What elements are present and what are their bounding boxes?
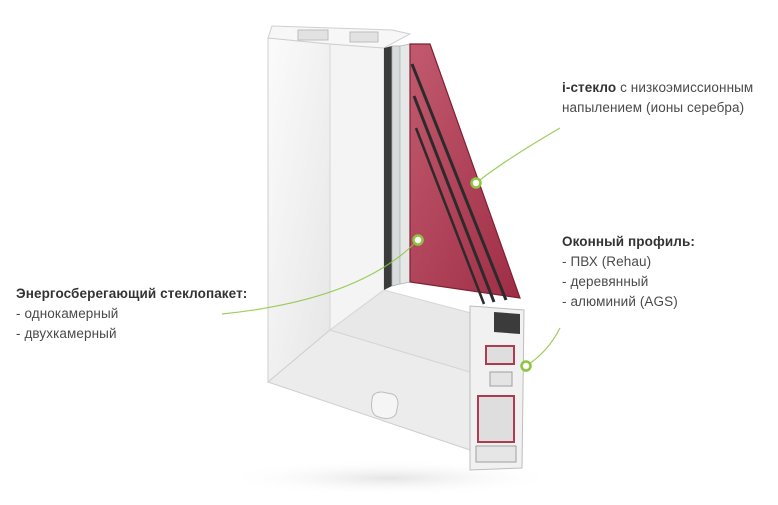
glass-pane-inner	[391, 45, 401, 287]
profile-chamber	[475, 445, 517, 463]
window-handle	[371, 391, 399, 419]
callout-glass-text-2: напылением (ионы серебра)	[562, 100, 745, 115]
glazing-seal	[384, 46, 392, 290]
profile-seal	[494, 312, 520, 334]
callout-profile-item: - деревянный	[562, 274, 649, 289]
profile-chamber	[477, 395, 515, 443]
frame-vertical-face	[267, 37, 331, 384]
callout-dot-unit	[412, 234, 424, 246]
profile-top-chamber	[297, 29, 329, 41]
glass-spacer-line	[412, 95, 496, 303]
callout-glass: i-стекло с низкоэмиссионным напылением (…	[562, 78, 753, 118]
callout-unit-item: - двухкамерный	[16, 326, 117, 341]
callout-profile: Оконный профиль: - ПВХ (Rehau) - деревян…	[562, 232, 695, 312]
i-glass-coated-pane	[409, 43, 521, 299]
callout-dot-glass	[470, 177, 482, 189]
sash-vertical-face	[329, 43, 385, 331]
glass-pane-middle	[399, 43, 411, 285]
callout-glass-head: i-стекло	[562, 80, 617, 95]
glass-spacer-line	[414, 127, 486, 305]
glass-spacer-line	[410, 63, 508, 301]
callout-unit-head: Энергосберегающий стеклопакет:	[16, 286, 248, 301]
callout-profile-item: - ПВХ (Rehau)	[562, 254, 652, 269]
callout-unit: Энергосберегающий стеклопакет: - однокам…	[16, 284, 247, 344]
callout-glass-text-1: с низкоэмиссионным	[620, 80, 754, 95]
callout-profile-item: - алюминий (AGS)	[562, 294, 678, 309]
profile-chamber	[485, 345, 515, 365]
callout-line-glass	[475, 127, 561, 184]
profile-top-chamber	[349, 31, 379, 43]
profile-chamber	[489, 371, 513, 387]
callout-line-unit	[221, 239, 419, 315]
callout-line-profile	[525, 327, 561, 367]
callout-profile-head: Оконный профиль:	[562, 234, 695, 249]
callout-dot-profile	[520, 360, 532, 372]
callout-unit-item: - однокамерный	[16, 306, 119, 321]
